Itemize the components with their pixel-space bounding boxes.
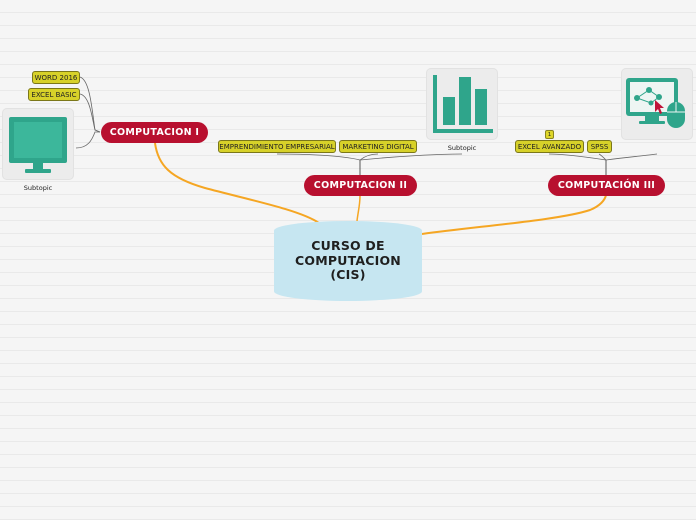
link-comp1-word [79,76,101,133]
subtopic-excel-avanzado[interactable]: EXCEL AVANZADO [515,140,584,153]
link-comp2-emprend [276,153,361,161]
computer-mouse-icon [626,78,685,128]
topic-label: COMPUTACIÓN III [557,180,656,191]
link-central-comp2 [356,195,361,222]
subtopic-label: EXCEL BASIC [31,90,77,99]
subtopic-label: EMPRENDIMIENTO EMPRESARIAL [219,142,335,151]
topic-computacion-1[interactable]: COMPUTACION I [101,122,208,143]
subtopic-label: WORD 2016 [34,73,78,82]
subtopic-label: EXCEL AVANZADO [517,142,582,151]
link-comp2-marketing [359,153,379,161]
central-topic-label: CURSO DE COMPUTACION (CIS) [295,238,401,283]
link-comp2-chart [359,153,463,161]
link-comp1-excel [79,93,101,133]
link-comp3-excel [548,153,607,161]
subtopic-emprendimiento-empresarial[interactable]: EMPRENDIMIENTO EMPRESARIAL [218,140,336,153]
topic-label: COMPUTACION I [109,127,200,138]
subtopic-monitor-image[interactable] [2,108,74,180]
badge-label: 1 [547,131,552,138]
link-comp1-monitor [75,131,100,149]
subtopic-word-2016[interactable]: WORD 2016 [32,71,80,84]
link-central-comp3 [421,194,607,235]
subtopic-label: SPSS [590,142,609,151]
topic-computacion-2[interactable]: COMPUTACION II [304,175,417,196]
subtopic-computer-image[interactable] [621,68,693,140]
subtopic-marketing-digital[interactable]: MARKETING DIGITAL [339,140,417,153]
subtopic-label: MARKETING DIGITAL [342,142,414,151]
monitor-icon [9,117,67,173]
central-topic[interactable]: CURSO DE COMPUTACION (CIS) [274,221,422,301]
link-comp3-image [605,153,658,161]
link-comp3-spss [598,153,607,161]
excel-avanzado-badge: 1 [545,130,554,139]
subtopic-spss[interactable]: SPSS [587,140,612,153]
bar-chart-icon [433,75,493,133]
chart-caption: Subtopic [447,144,477,152]
topic-computacion-3[interactable]: COMPUTACIÓN III [548,175,665,196]
subtopic-excel-basic[interactable]: EXCEL BASIC [28,88,80,101]
link-central-comp1 [154,142,320,224]
monitor-caption: Subtopic [23,184,53,192]
topic-label: COMPUTACION II [313,180,408,191]
subtopic-chart-image[interactable] [426,68,498,140]
